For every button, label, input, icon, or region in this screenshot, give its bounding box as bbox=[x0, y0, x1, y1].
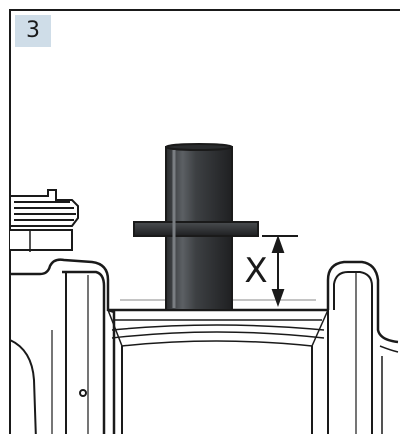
right-housing-wall bbox=[326, 260, 399, 434]
press-tool-icon bbox=[133, 143, 259, 311]
dimension-arrow-icon bbox=[262, 235, 298, 307]
dimension-label: X bbox=[244, 251, 267, 291]
step-number-badge: 3 bbox=[15, 15, 51, 47]
left-housing-wall bbox=[9, 258, 116, 434]
step-number: 3 bbox=[26, 18, 40, 43]
left-cap-part bbox=[9, 189, 79, 252]
center-seat bbox=[107, 299, 329, 434]
